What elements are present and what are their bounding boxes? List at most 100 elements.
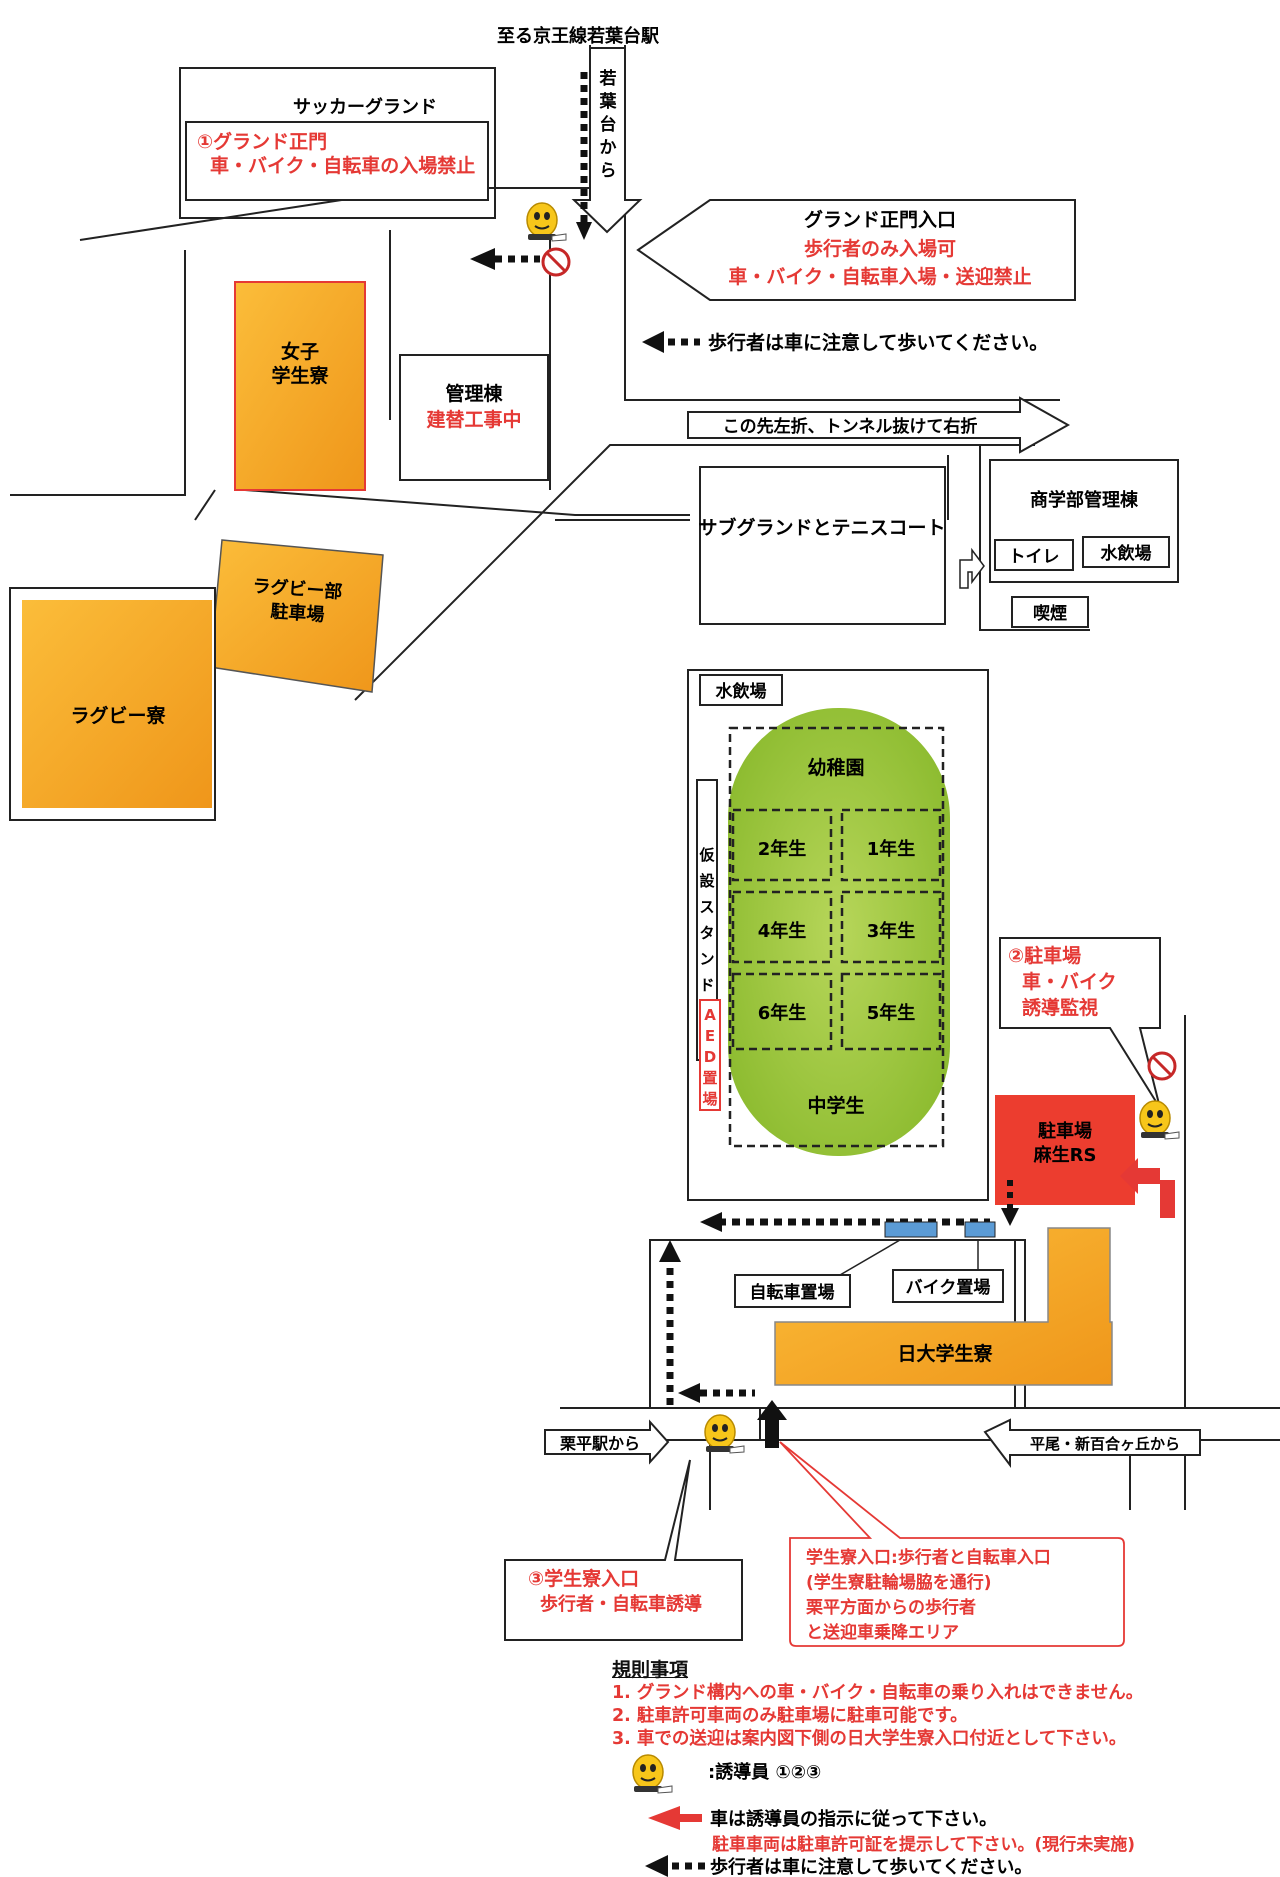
guide2-icon (1139, 1100, 1180, 1140)
field-grade-1: 1年生 (867, 838, 916, 860)
rules-section: 規則事項 1. グランド構内への車・バイク・自転車の乗り入れはできません。 2.… (612, 1655, 1272, 1751)
rugby-dorm (22, 600, 212, 808)
no-entry-icon (541, 247, 571, 277)
legend-car-arrow (648, 1806, 702, 1830)
legend-guide-text: :誘導員 ①②③ (708, 1761, 821, 1783)
ped-path-top-head (576, 222, 592, 240)
sub-ground (699, 466, 946, 625)
from-wakabadai-arrow (571, 47, 643, 234)
ped-note-arrow-head (642, 331, 664, 353)
toilet-direction-arrow (959, 547, 985, 589)
toilet-box (994, 539, 1074, 571)
ped-path-bottom-head (700, 1212, 722, 1232)
smoking-label: 喫煙 (1033, 604, 1067, 624)
admin-building-name: 管理棟 (445, 382, 503, 405)
turn-sign (687, 396, 1071, 454)
bike-parking-box (892, 1269, 1004, 1303)
gate1-box (185, 121, 489, 201)
bicycle-parking-label: 自転車置場 (750, 1282, 835, 1303)
gate1-note: 車・バイク・自転車の入場禁止 (210, 154, 475, 177)
legend-guide-icon (632, 1754, 673, 1794)
water-fountain-2-box (699, 674, 783, 706)
field-grade-2: 2年生 (758, 838, 807, 860)
dorm-entrance-info-1: 学生寮入口:歩行者と自転車入口 (806, 1547, 1051, 1568)
svg-text:仮: 仮 (698, 846, 715, 864)
legend-ped-arrow-head (645, 1855, 668, 1877)
from-wakabadai-text: 若 葉 台 か ら (599, 68, 618, 181)
svg-text:ド: ド (699, 976, 714, 994)
field-kindergarten: 幼稚園 (807, 756, 864, 779)
soccer-ground-label: サッカーグランド (293, 96, 437, 118)
no-entry-icon-2 (1147, 1051, 1177, 1081)
field-zone-border (728, 726, 945, 1148)
svg-text:か: か (600, 138, 617, 158)
svg-text:若: 若 (599, 68, 617, 89)
dorm-entrance3-note: 歩行者・自転車誘導 (540, 1593, 702, 1615)
water-fountain-1-box (1082, 536, 1170, 568)
field-grade-6: 6年生 (758, 1002, 807, 1024)
rules-title: 規則事項 (612, 1659, 689, 1681)
svg-text:置: 置 (702, 1069, 717, 1087)
bike-parking-label: バイク置場 (906, 1278, 991, 1298)
guide3-icon (704, 1414, 745, 1454)
womens-dorm (234, 281, 366, 491)
toilet-label: トイレ (1009, 547, 1060, 567)
entrance-up-arrow (757, 1400, 787, 1448)
ped-path-gate-head (470, 248, 495, 270)
water-fountain-2-label: 水飲場 (716, 681, 767, 702)
main-entrance-line2: 車・バイク・自転車入場・送迎禁止 (728, 265, 1031, 288)
parking2-line1: 車・バイク (1022, 970, 1117, 993)
dorm-entrance-info-callout (779, 1441, 1125, 1647)
bicycle-leader (839, 1239, 901, 1276)
top-station-label: 至る京王線若葉台駅 (497, 25, 660, 47)
dorm-entrance-info-4: と送迎車乗降エリア (806, 1622, 959, 1643)
svg-text:ン: ン (699, 950, 714, 968)
svg-text:ス: ス (699, 898, 714, 916)
womens-dorm-label-1: 女子 (281, 340, 319, 363)
temp-stand-label: 仮 設 ス タ ン ド (698, 846, 715, 994)
commerce-building-label: 商学部管理棟 (1030, 489, 1139, 511)
dorm-entrance-info-2: (学生寮駐輪場脇を通行) (806, 1572, 992, 1593)
from-kurihira-sign (544, 1419, 670, 1465)
from-kurihira-label: 栗平駅から (560, 1434, 640, 1453)
track-field (728, 708, 950, 1156)
admin-building (399, 354, 549, 481)
admin-building-status: 建替工事中 (426, 408, 521, 431)
dorm-entrance-info-3: 栗平方面からの歩行者 (806, 1597, 976, 1618)
ped-note-text: 歩行者は車に注意して歩いてください。 (708, 331, 1048, 354)
legend-car-text-1: 車は誘導員の指示に従って下さい。 (710, 1808, 997, 1830)
bicycle-parking-box (734, 1274, 851, 1308)
dorm-entrance3-callout (504, 1459, 743, 1641)
svg-text:葉: 葉 (599, 91, 618, 112)
from-hirao-label: 平尾・新百合ヶ丘から (1030, 1435, 1180, 1453)
svg-text:タ: タ (699, 924, 714, 942)
svg-text:E: E (705, 1027, 715, 1045)
from-hirao-sign (983, 1418, 1201, 1468)
svg-text:場: 場 (702, 1090, 717, 1108)
rule-item-3: 3. 車での送迎は案内図下側の日大学生寮入口付近として下さい。 (612, 1729, 1127, 1749)
svg-text:台: 台 (600, 114, 617, 135)
water-fountain-1-label: 水飲場 (1101, 543, 1152, 564)
rule-item-1: 1. グランド構内への車・バイク・自転車の乗り入れはできません。 (612, 1683, 1144, 1703)
car-entry-arrow (1120, 1158, 1175, 1218)
smoking-box (1011, 596, 1089, 628)
dorm-entrance3-title: ③学生寮入口 (528, 1567, 639, 1590)
rugby-dorm-label: ラグビー寮 (70, 704, 166, 727)
aed-label: A E D 置 場 (702, 1006, 717, 1108)
parking-lot-label-2: 麻生RS (1033, 1144, 1097, 1166)
field-grade-3: 3年生 (867, 920, 916, 942)
parking-lot-label-1: 駐車場 (1038, 1120, 1092, 1142)
turn-sign-text: この先左折、トンネル抜けて右折 (723, 416, 978, 437)
gate1-title: ①グランド正門 (197, 130, 327, 153)
rule-item-2: 2. 駐車許可車両のみ駐車場に駐車可能です。 (612, 1706, 968, 1726)
nichidai-dorm-label: 日大学生寮 (897, 1342, 993, 1365)
legend-car-text-2: 駐車車両は駐車許可証を提示して下さい。(現行未実施) (712, 1834, 1135, 1855)
field-grade-4: 4年生 (758, 920, 807, 942)
soccer-ground-outline (179, 67, 496, 219)
svg-text:A: A (704, 1006, 716, 1024)
main-entrance-sign (636, 199, 1076, 301)
parking-lot-asou (995, 1095, 1135, 1205)
legend-ped-text: 歩行者は車に注意して歩いてください。 (710, 1856, 1032, 1877)
ped-path-entrance-head (678, 1383, 700, 1403)
